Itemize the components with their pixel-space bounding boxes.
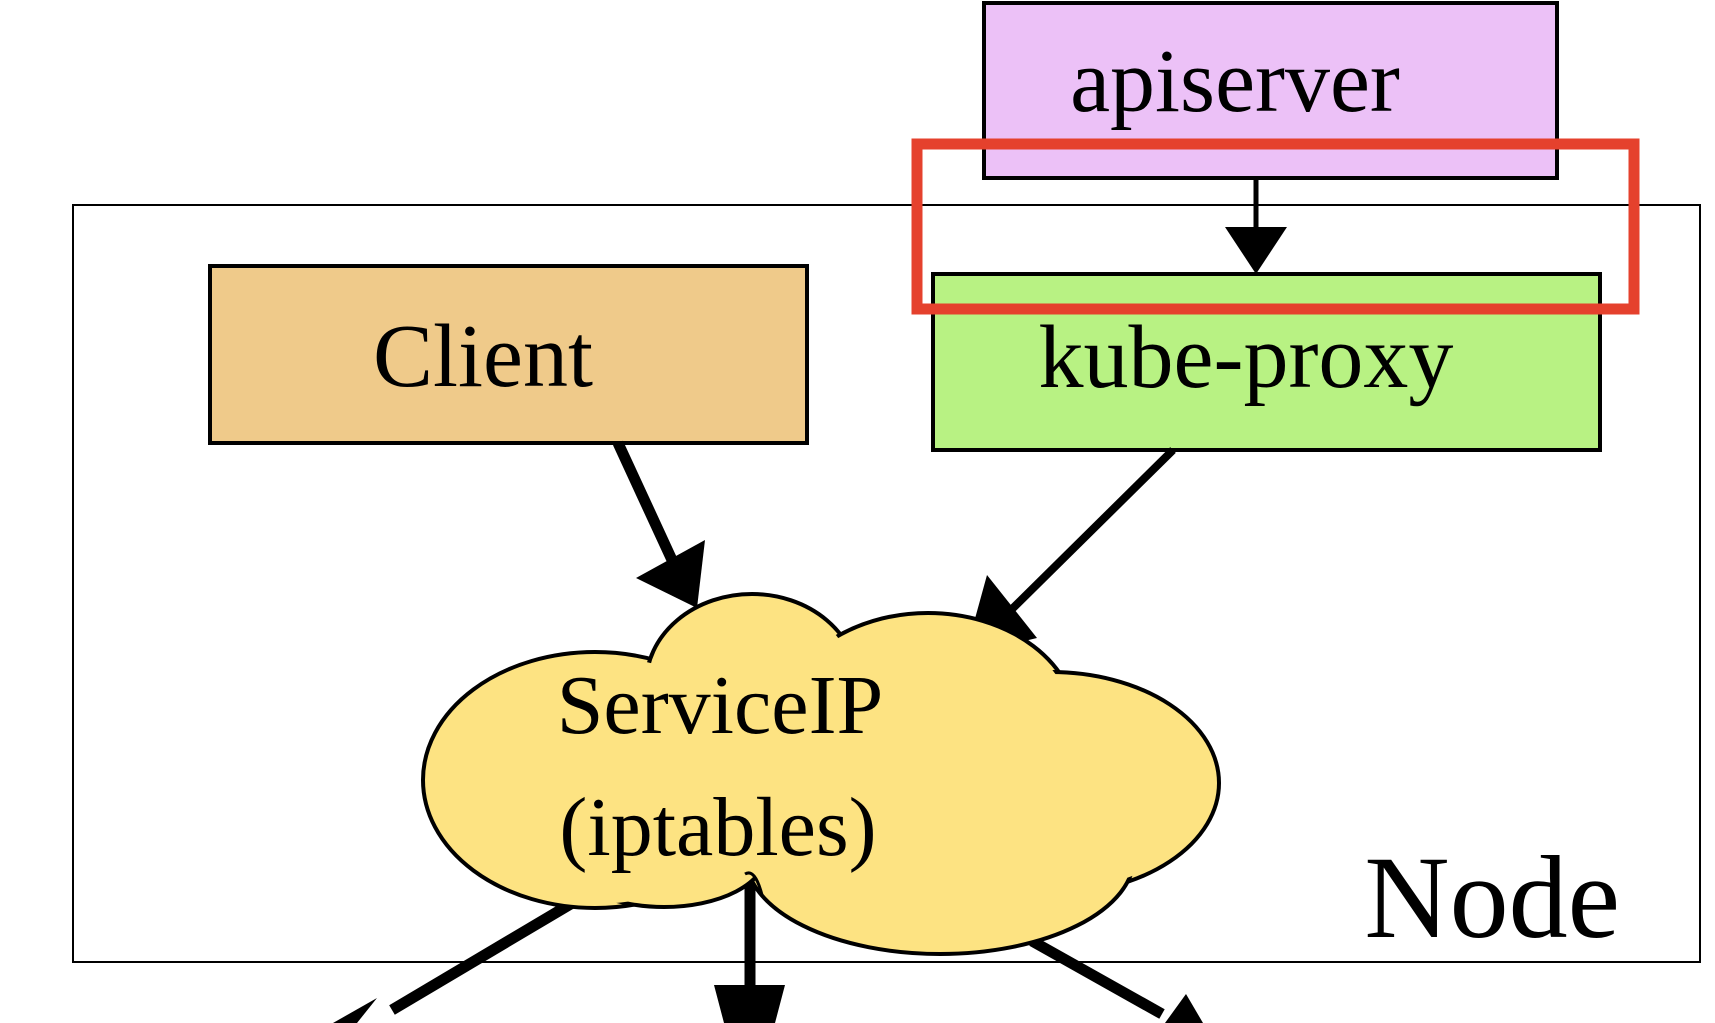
node-label: Node: [1364, 832, 1620, 963]
edge-client-to-service-ip: [613, 440, 677, 563]
arrowhead-out-left: [333, 998, 377, 1023]
edge-kube-proxy-to-service-ip: [1004, 447, 1176, 617]
node-container: [72, 204, 1701, 963]
client-box[interactable]: [208, 264, 809, 445]
service-ip-sublabel: (iptables): [559, 781, 876, 874]
arrowhead-out-right: [1165, 994, 1203, 1023]
cloud-fold-line: [744, 871, 764, 896]
edge-out-right: [1029, 936, 1165, 1019]
kube-proxy-label: kube-proxy: [1039, 308, 1454, 407]
highlight-box: [911, 138, 1640, 315]
edge-out-left: [389, 897, 577, 1015]
arrowhead-apiserver-to-kube-proxy: [1225, 227, 1287, 274]
kube-proxy-box[interactable]: [931, 272, 1602, 452]
service-ip-label: ServiceIP: [557, 659, 884, 752]
apiserver-label: apiserver: [1070, 32, 1400, 131]
client-label: Client: [373, 307, 593, 406]
arrowhead-out-middle: [714, 985, 785, 1023]
arrowhead-client-to-service-ip: [636, 540, 705, 608]
service-ip-cloud[interactable]: [421, 592, 1221, 956]
